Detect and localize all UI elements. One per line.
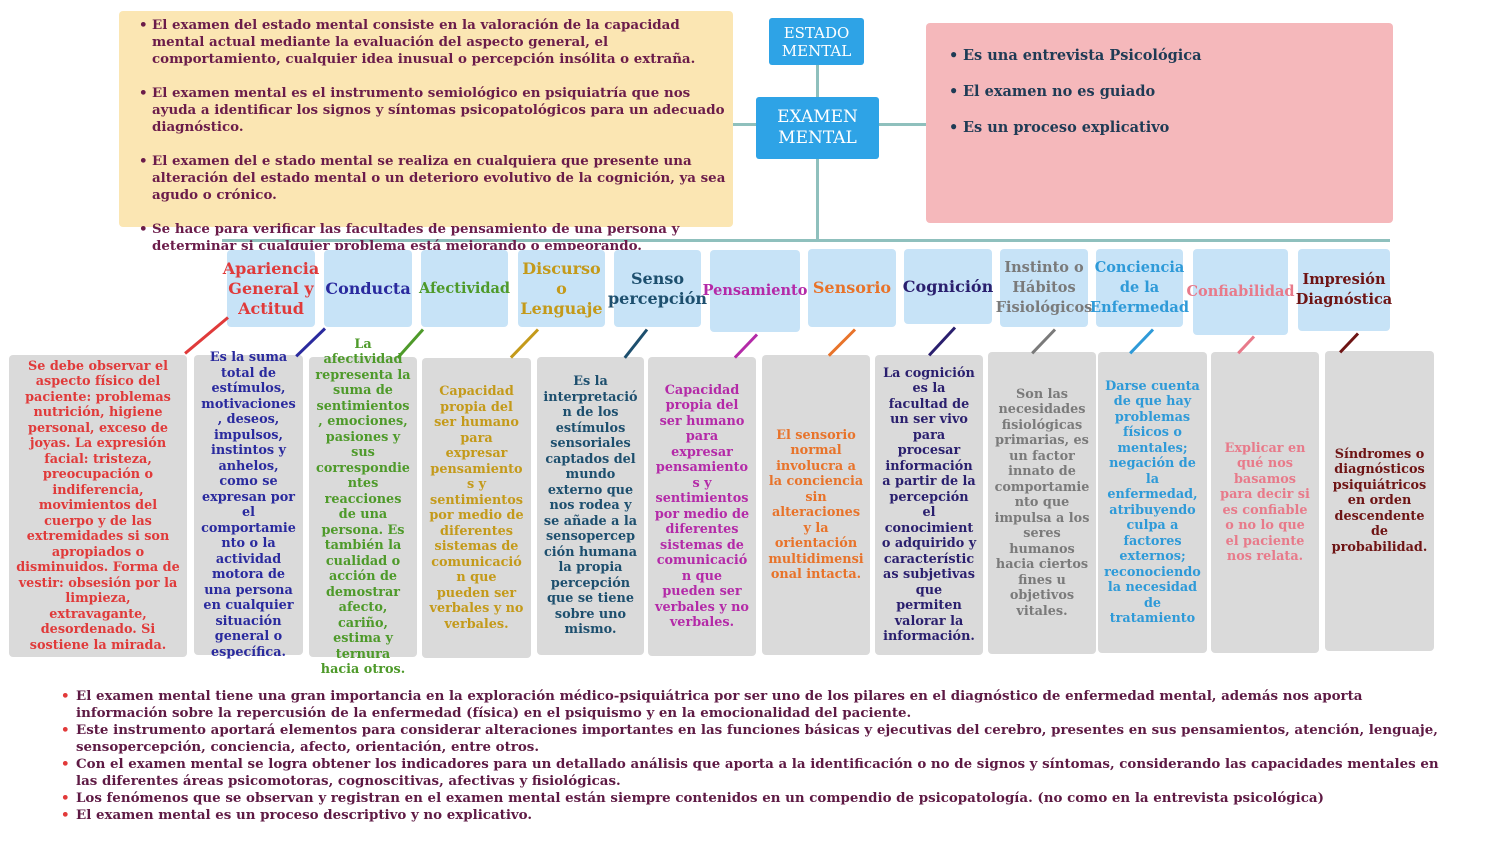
connector-conciencia-de-la-enfermedad xyxy=(1128,328,1155,355)
connector-senso-percepcion xyxy=(623,328,649,359)
connector-sensorio xyxy=(827,328,857,357)
description-card-pensamiento: Capacidad propia del ser humano para exp… xyxy=(648,357,756,656)
category-conducta: Conducta xyxy=(324,250,412,327)
connector-apariencia-general-y-actitud xyxy=(184,316,229,355)
note-item: El examen mental tiene una gran importan… xyxy=(61,688,1450,722)
description-card-cognicion: La cognición es la facultad de un ser vi… xyxy=(875,355,983,655)
characteristic-item: Es una entrevista Psicológica xyxy=(949,47,1393,65)
note-item: Este instrumento aportará elementos para… xyxy=(61,722,1450,756)
category-confiabilidad: Confiabilidad xyxy=(1186,249,1295,335)
category-afectividad: Afectividad xyxy=(419,250,510,327)
category-conciencia-de-la-enfermedad: Conciencia de la Enfermedad xyxy=(1090,249,1189,327)
category-senso-percepcion: Senso percepción xyxy=(608,250,707,327)
description-card-apariencia-general-y-actitud: Se debe observar el aspecto físico del p… xyxy=(9,355,187,657)
connector-discurso-o-lenguaje xyxy=(509,328,540,359)
category-sensorio: Sensorio xyxy=(808,249,896,327)
category-apariencia-general-y-actitud: Apariencia General y Actitud xyxy=(223,250,319,327)
examen-mental-node: EXAMEN MENTAL xyxy=(756,97,879,159)
description-card-senso-percepcion: Es la interpretación de los estímulos se… xyxy=(537,357,644,655)
definition-item: El examen del estado mental consiste en … xyxy=(139,17,733,68)
characteristics-box: Es una entrevista Psicológica El examen … xyxy=(926,23,1393,223)
category-instinto-o-habitos-fisiologicos: Instinto o Hábitos Fisiológicos xyxy=(996,249,1092,327)
characteristic-item: El examen no es guiado xyxy=(949,83,1393,101)
description-card-sensorio: El sensorio normal involucra a la concie… xyxy=(762,355,870,655)
characteristic-item: Es un proceso explicativo xyxy=(949,119,1393,137)
category-pensamiento: Pensamiento xyxy=(703,250,807,332)
note-item: El examen mental es un proceso descripti… xyxy=(61,807,1450,824)
note-item: Con el examen mental se logra obtener lo… xyxy=(61,756,1450,790)
estado-mental-node: ESTADO MENTAL xyxy=(769,18,864,65)
connector-estado-to-examen xyxy=(816,65,819,97)
description-card-discurso-o-lenguaje: Capacidad propia del ser humano para exp… xyxy=(422,358,531,658)
description-card-impresion-diagnostica: Síndromes o diagnósticos psiquiátricos e… xyxy=(1325,351,1434,651)
connector-examen-left xyxy=(733,123,756,126)
description-card-instinto-o-habitos-fisiologicos: Son las necesidades fisiológicas primari… xyxy=(988,352,1096,654)
category-discurso-o-lenguaje: Discurso o Lenguaje xyxy=(518,250,605,327)
category-cognicion: Cognición xyxy=(903,249,993,324)
horizontal-branch-line xyxy=(222,239,1390,242)
connector-examen-down xyxy=(816,159,819,241)
description-card-afectividad: La afectividad representa la suma de sen… xyxy=(309,337,417,677)
description-card-confiabilidad: Explicar en qué nos basamos para decir s… xyxy=(1211,352,1319,653)
definition-item: El examen mental es el instrumento semio… xyxy=(139,85,733,136)
connector-examen-right xyxy=(879,123,926,126)
definition-item: El examen del e stado mental se realiza … xyxy=(139,153,733,204)
definition-box: El examen del estado mental consiste en … xyxy=(119,11,733,254)
note-item: Los fenómenos que se observan y registra… xyxy=(61,790,1450,807)
connector-instinto-o-habitos-fisiologicos xyxy=(1030,328,1057,355)
category-impresion-diagnostica: Impresión Diagnóstica xyxy=(1296,249,1392,331)
importance-notes: El examen mental tiene una gran importan… xyxy=(60,688,1450,824)
connector-cognicion xyxy=(927,326,957,357)
connector-pensamiento xyxy=(733,333,759,359)
description-card-conducta: Es la suma total de estímulos, motivacio… xyxy=(194,350,303,660)
description-card-conciencia-de-la-enfermedad: Darse cuenta de que hay problemas físico… xyxy=(1098,352,1207,653)
